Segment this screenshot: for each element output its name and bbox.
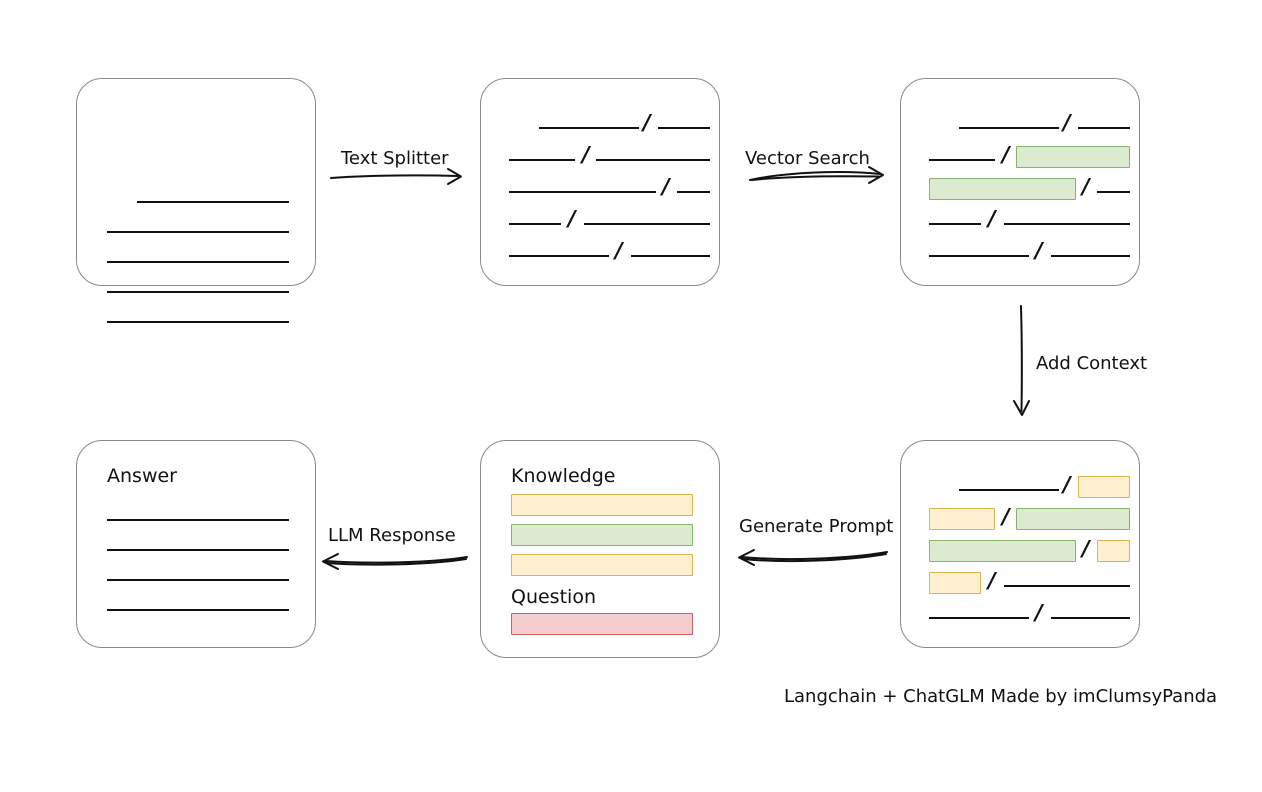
chunk-segment <box>584 223 710 225</box>
chunk-segment <box>929 159 995 161</box>
text-line <box>107 231 289 233</box>
prompt-heading-question: Question <box>511 586 596 608</box>
edge-label-generate-prompt: Generate Prompt <box>739 516 894 537</box>
chunk-highlight-green <box>929 540 1076 562</box>
chunk-highlight-green <box>1016 146 1130 168</box>
text-line <box>107 321 289 323</box>
chunk-separator: / <box>1082 174 1090 199</box>
node-split-chunks[interactable]: / / / / / <box>480 78 720 286</box>
chunk-segment <box>539 127 639 129</box>
chunk-segment <box>509 191 656 193</box>
chunk-segment <box>677 191 710 193</box>
chunk-segment <box>509 255 609 257</box>
chunk-segment <box>929 223 981 225</box>
chunk-separator: / <box>1035 600 1043 625</box>
chunk-segment <box>959 489 1059 491</box>
chunk-separator: / <box>1063 110 1071 135</box>
chunk-segment <box>1004 585 1130 587</box>
node-source-document[interactable] <box>76 78 316 323</box>
knowledge-bar <box>511 554 693 576</box>
edge-label-vector-search: Vector Search <box>745 148 870 169</box>
chunk-highlight-yellow <box>1097 540 1130 562</box>
chunk-separator: / <box>615 238 623 263</box>
text-line <box>107 519 289 521</box>
prompt-heading-knowledge: Knowledge <box>511 465 616 487</box>
node-vector-search-results[interactable]: / / / / / <box>900 78 1140 286</box>
node-answer[interactable]: Answer <box>76 440 316 648</box>
arrow-add-context <box>1013 305 1030 416</box>
chunk-segment <box>596 159 710 161</box>
chunk-segment <box>509 223 561 225</box>
arrow-llm-response <box>322 553 468 570</box>
chunk-highlight-green <box>1016 508 1130 530</box>
chunk-separator: / <box>988 206 996 231</box>
knowledge-bar <box>511 524 693 546</box>
chunk-separator: / <box>662 174 670 199</box>
source-document-lines <box>77 79 315 323</box>
arrow-vector-search <box>749 166 884 184</box>
text-line <box>107 549 289 551</box>
chunk-separator: / <box>1063 472 1071 497</box>
text-line <box>137 201 289 203</box>
chunk-segment <box>1078 127 1130 129</box>
split-chunks-lines: / / / / / <box>481 79 719 285</box>
chunk-segment <box>959 127 1059 129</box>
chunk-separator: / <box>568 206 576 231</box>
prompt-content: Knowledge Question <box>481 441 719 657</box>
chunk-segment <box>929 617 1029 619</box>
text-line <box>107 261 289 263</box>
text-line <box>107 579 289 581</box>
chunk-segment <box>631 255 710 257</box>
chunk-segment <box>929 255 1029 257</box>
chunk-separator: / <box>582 142 590 167</box>
node-context-added-chunks[interactable]: / / / / / <box>900 440 1140 648</box>
vector-search-results-lines: / / / / / <box>901 79 1139 285</box>
credit-text: Langchain + ChatGLM Made by imClumsyPand… <box>784 686 1218 707</box>
chunk-highlight-yellow <box>929 572 981 594</box>
chunk-separator: / <box>643 110 651 135</box>
chunk-separator: / <box>1035 238 1043 263</box>
chunk-highlight-yellow <box>929 508 995 530</box>
context-added-chunks-lines: / / / / / <box>901 441 1139 647</box>
edge-label-add-context: Add Context <box>1036 353 1148 374</box>
chunk-separator: / <box>1082 536 1090 561</box>
answer-content: Answer <box>77 441 315 647</box>
knowledge-bar <box>511 494 693 516</box>
edge-label-text-splitter: Text Splitter <box>341 148 449 169</box>
chunk-separator: / <box>1002 142 1010 167</box>
answer-heading: Answer <box>107 465 177 487</box>
chunk-separator: / <box>988 568 996 593</box>
text-line <box>107 291 289 293</box>
question-bar <box>511 613 693 635</box>
chunk-segment <box>509 159 575 161</box>
chunk-highlight-green <box>929 178 1076 200</box>
arrow-generate-prompt <box>738 549 888 566</box>
chunk-segment <box>1051 617 1130 619</box>
node-prompt[interactable]: Knowledge Question <box>480 440 720 658</box>
chunk-segment <box>658 127 710 129</box>
chunk-segment <box>1097 191 1130 193</box>
chunk-highlight-yellow <box>1078 476 1130 498</box>
text-line <box>107 609 289 611</box>
chunk-segment <box>1051 255 1130 257</box>
edge-label-llm-response: LLM Response <box>328 525 456 546</box>
chunk-separator: / <box>1002 504 1010 529</box>
arrow-text-splitter <box>330 168 462 185</box>
chunk-segment <box>1004 223 1130 225</box>
